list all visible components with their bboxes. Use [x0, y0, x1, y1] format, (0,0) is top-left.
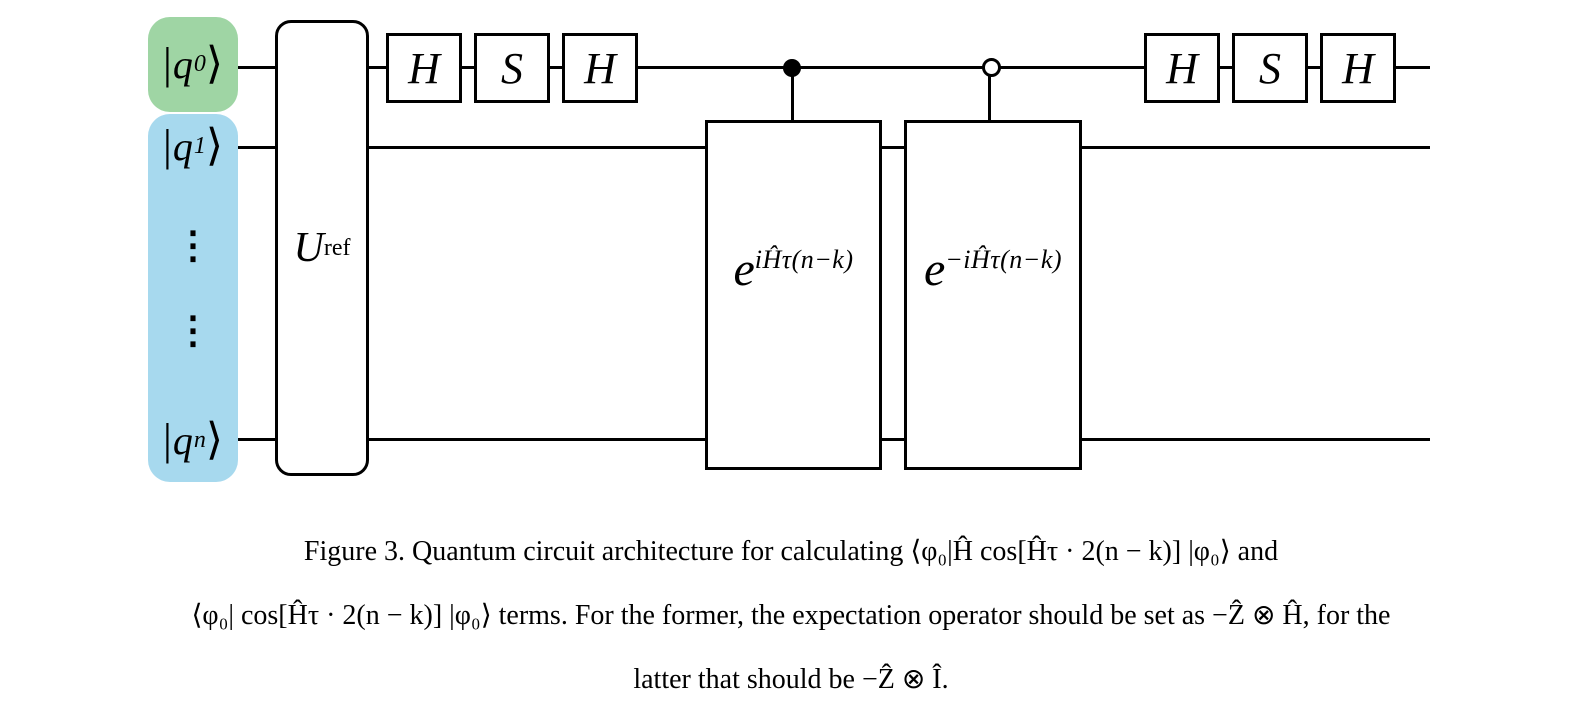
gate-h-right-1: H — [1144, 33, 1220, 103]
exp-negative-label: e−iĤτ(n−k) — [924, 242, 1062, 297]
figure-caption: Figure 3. Quantum circuit architecture f… — [0, 520, 1582, 712]
wire-q0 — [238, 66, 1430, 69]
gate-s-right: S — [1232, 33, 1308, 103]
ket-subscript: n — [193, 426, 206, 453]
control-dot-open — [982, 58, 1001, 77]
ket-close-bracket: ⟩ — [205, 121, 223, 170]
gate-h-left-1: H — [386, 33, 462, 103]
exp-base: e — [923, 242, 946, 296]
gate-label: H — [408, 43, 440, 93]
ket-subscript: 0 — [193, 50, 206, 77]
gate-h-left-2: H — [562, 33, 638, 103]
ket-open-bar: | — [163, 121, 172, 170]
exp-positive-label: eiĤτ(n−k) — [733, 242, 853, 297]
ket-close-bracket: ⟩ — [205, 415, 223, 464]
qubit-group-highlight — [148, 114, 238, 482]
exp-exponent: −iĤτ(n−k) — [945, 244, 1063, 274]
gate-label: H — [584, 43, 616, 93]
gate-exp-positive: eiĤτ(n−k) — [705, 120, 882, 470]
gate-exp-negative: e−iĤτ(n−k) — [904, 120, 1082, 470]
ket-symbol: q — [172, 41, 193, 87]
ket-subscript: 1 — [193, 132, 206, 159]
gate-label: S — [1259, 43, 1281, 93]
control-dot-filled — [783, 59, 801, 77]
ket-open-bar: | — [163, 39, 172, 88]
qubit-q0-highlight — [148, 17, 238, 112]
gate-label: H — [1166, 43, 1198, 93]
gate-label: H — [1342, 43, 1374, 93]
gate-h-right-2: H — [1320, 33, 1396, 103]
ket-symbol: q — [172, 417, 193, 463]
gate-label: S — [501, 43, 523, 93]
control-line-open — [988, 74, 991, 122]
gate-s-left: S — [474, 33, 550, 103]
ket-symbol: q — [172, 123, 193, 169]
caption-line-1: Figure 3. Quantum circuit architecture f… — [303, 536, 1279, 567]
exp-base: e — [733, 242, 755, 296]
qubit-ellipsis-1: ⋮ — [174, 224, 212, 267]
ket-open-bar: | — [163, 415, 172, 464]
u-ref-subscript: ref — [323, 234, 351, 261]
caption-line-3: latter that should be −Ẑ ⊗ Î. — [633, 664, 949, 695]
qubit-ellipsis-2: ⋮ — [174, 309, 212, 352]
ket-close-bracket: ⟩ — [205, 39, 223, 88]
control-line-filled — [791, 67, 794, 122]
u-ref-base: U — [293, 225, 324, 271]
exp-exponent: iĤτ(n−k) — [754, 244, 854, 274]
caption-line-2: ⟨φ₀| cos[Ĥτ · 2(n − k)] |φ₀⟩ terms. For … — [191, 600, 1391, 631]
